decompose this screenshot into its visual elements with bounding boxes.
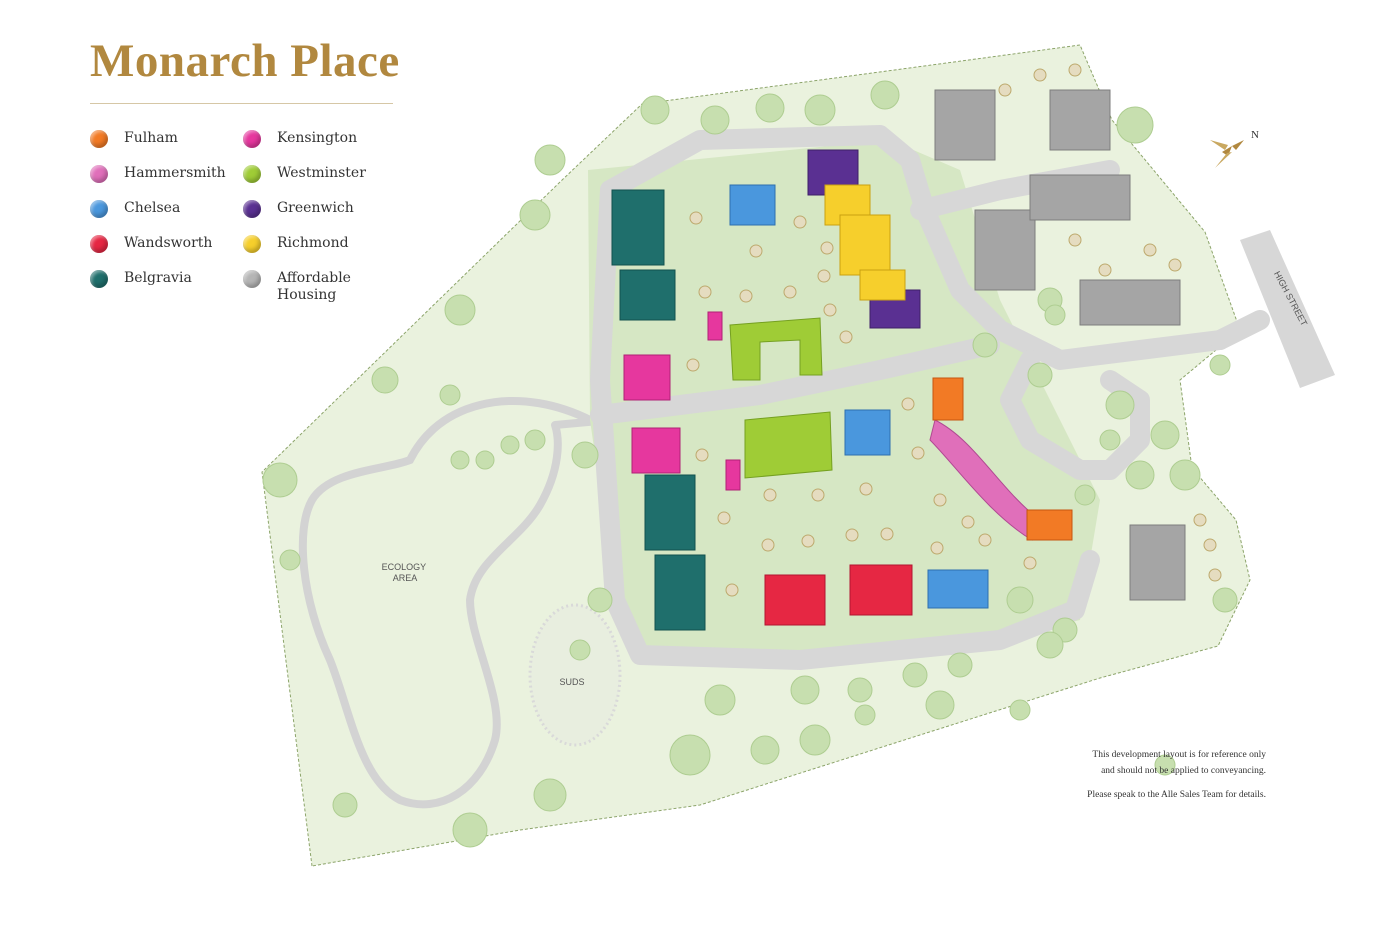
high-street bbox=[1240, 230, 1335, 388]
westminster-homes bbox=[729, 317, 833, 479]
legend-item-greenwich: Greenwich bbox=[243, 200, 354, 218]
north-arrow-icon: N bbox=[1210, 129, 1259, 168]
plot-markers bbox=[686, 63, 1222, 597]
legend-swatch-icon bbox=[243, 235, 261, 253]
legend-item-chelsea: Chelsea bbox=[90, 200, 180, 218]
legend-swatch-icon bbox=[90, 200, 108, 218]
legend-label: Greenwich bbox=[277, 200, 354, 216]
legend-item-belgravia: Belgravia bbox=[90, 270, 192, 288]
legend-label: Hammersmith bbox=[124, 165, 226, 181]
legend-item-wandsworth: Wandsworth bbox=[90, 235, 212, 253]
legend-label: Fulham bbox=[124, 130, 178, 146]
legend-label: Wandsworth bbox=[124, 235, 213, 251]
suds-basin bbox=[528, 603, 622, 747]
legend-swatch-icon bbox=[243, 165, 261, 183]
fulham-homes bbox=[932, 377, 1073, 541]
ecology-path bbox=[298, 396, 594, 809]
richmond-homes bbox=[824, 184, 906, 301]
chelsea-homes bbox=[729, 184, 989, 609]
title-divider bbox=[90, 103, 393, 104]
disclaimer-line-1: This development layout is for reference… bbox=[1092, 750, 1266, 760]
residential-block bbox=[588, 140, 1100, 660]
trees bbox=[262, 80, 1238, 848]
legend-item-hammersmith: Hammersmith bbox=[90, 165, 226, 183]
legend-label: Chelsea bbox=[124, 200, 181, 216]
legend-label: Affordable Housing bbox=[277, 270, 351, 303]
legend-swatch-icon bbox=[243, 270, 261, 288]
legend-label: Westminster bbox=[277, 165, 366, 181]
legend-label: Kensington bbox=[277, 130, 358, 146]
legend-swatch-icon bbox=[90, 270, 108, 288]
suds-label: SUDS bbox=[559, 677, 584, 687]
legend-swatch-icon bbox=[243, 130, 261, 148]
legend-swatch-icon bbox=[90, 235, 108, 253]
legend-item-richmond: Richmond bbox=[243, 235, 349, 253]
legend-item-affordable-housing: Affordable Housing bbox=[243, 270, 351, 304]
legend-item-kensington: Kensington bbox=[243, 130, 357, 148]
north-label: N bbox=[1251, 129, 1259, 141]
disclaimer-line-3: Please speak to the Alle Sales Team for … bbox=[1087, 790, 1266, 800]
legend-label: Belgravia bbox=[124, 270, 192, 286]
legend-item-fulham: Fulham bbox=[90, 130, 178, 148]
legend-swatch-icon bbox=[90, 165, 108, 183]
legend-label: Richmond bbox=[277, 235, 349, 251]
affordable-housing bbox=[934, 89, 1186, 601]
belgravia-homes bbox=[611, 189, 706, 631]
disclaimer-line-2: and should not be applied to conveyancin… bbox=[1101, 766, 1266, 776]
legend-item-westminster: Westminster bbox=[243, 165, 366, 183]
wandsworth-homes bbox=[764, 564, 913, 626]
page-title: Monarch Place bbox=[90, 35, 400, 87]
legend-swatch-icon bbox=[90, 130, 108, 148]
kensington-homes bbox=[623, 311, 741, 491]
legend-swatch-icon bbox=[243, 200, 261, 218]
road-network bbox=[590, 125, 1270, 670]
ecology-area-label: ECOLOGY AREA bbox=[382, 562, 429, 583]
